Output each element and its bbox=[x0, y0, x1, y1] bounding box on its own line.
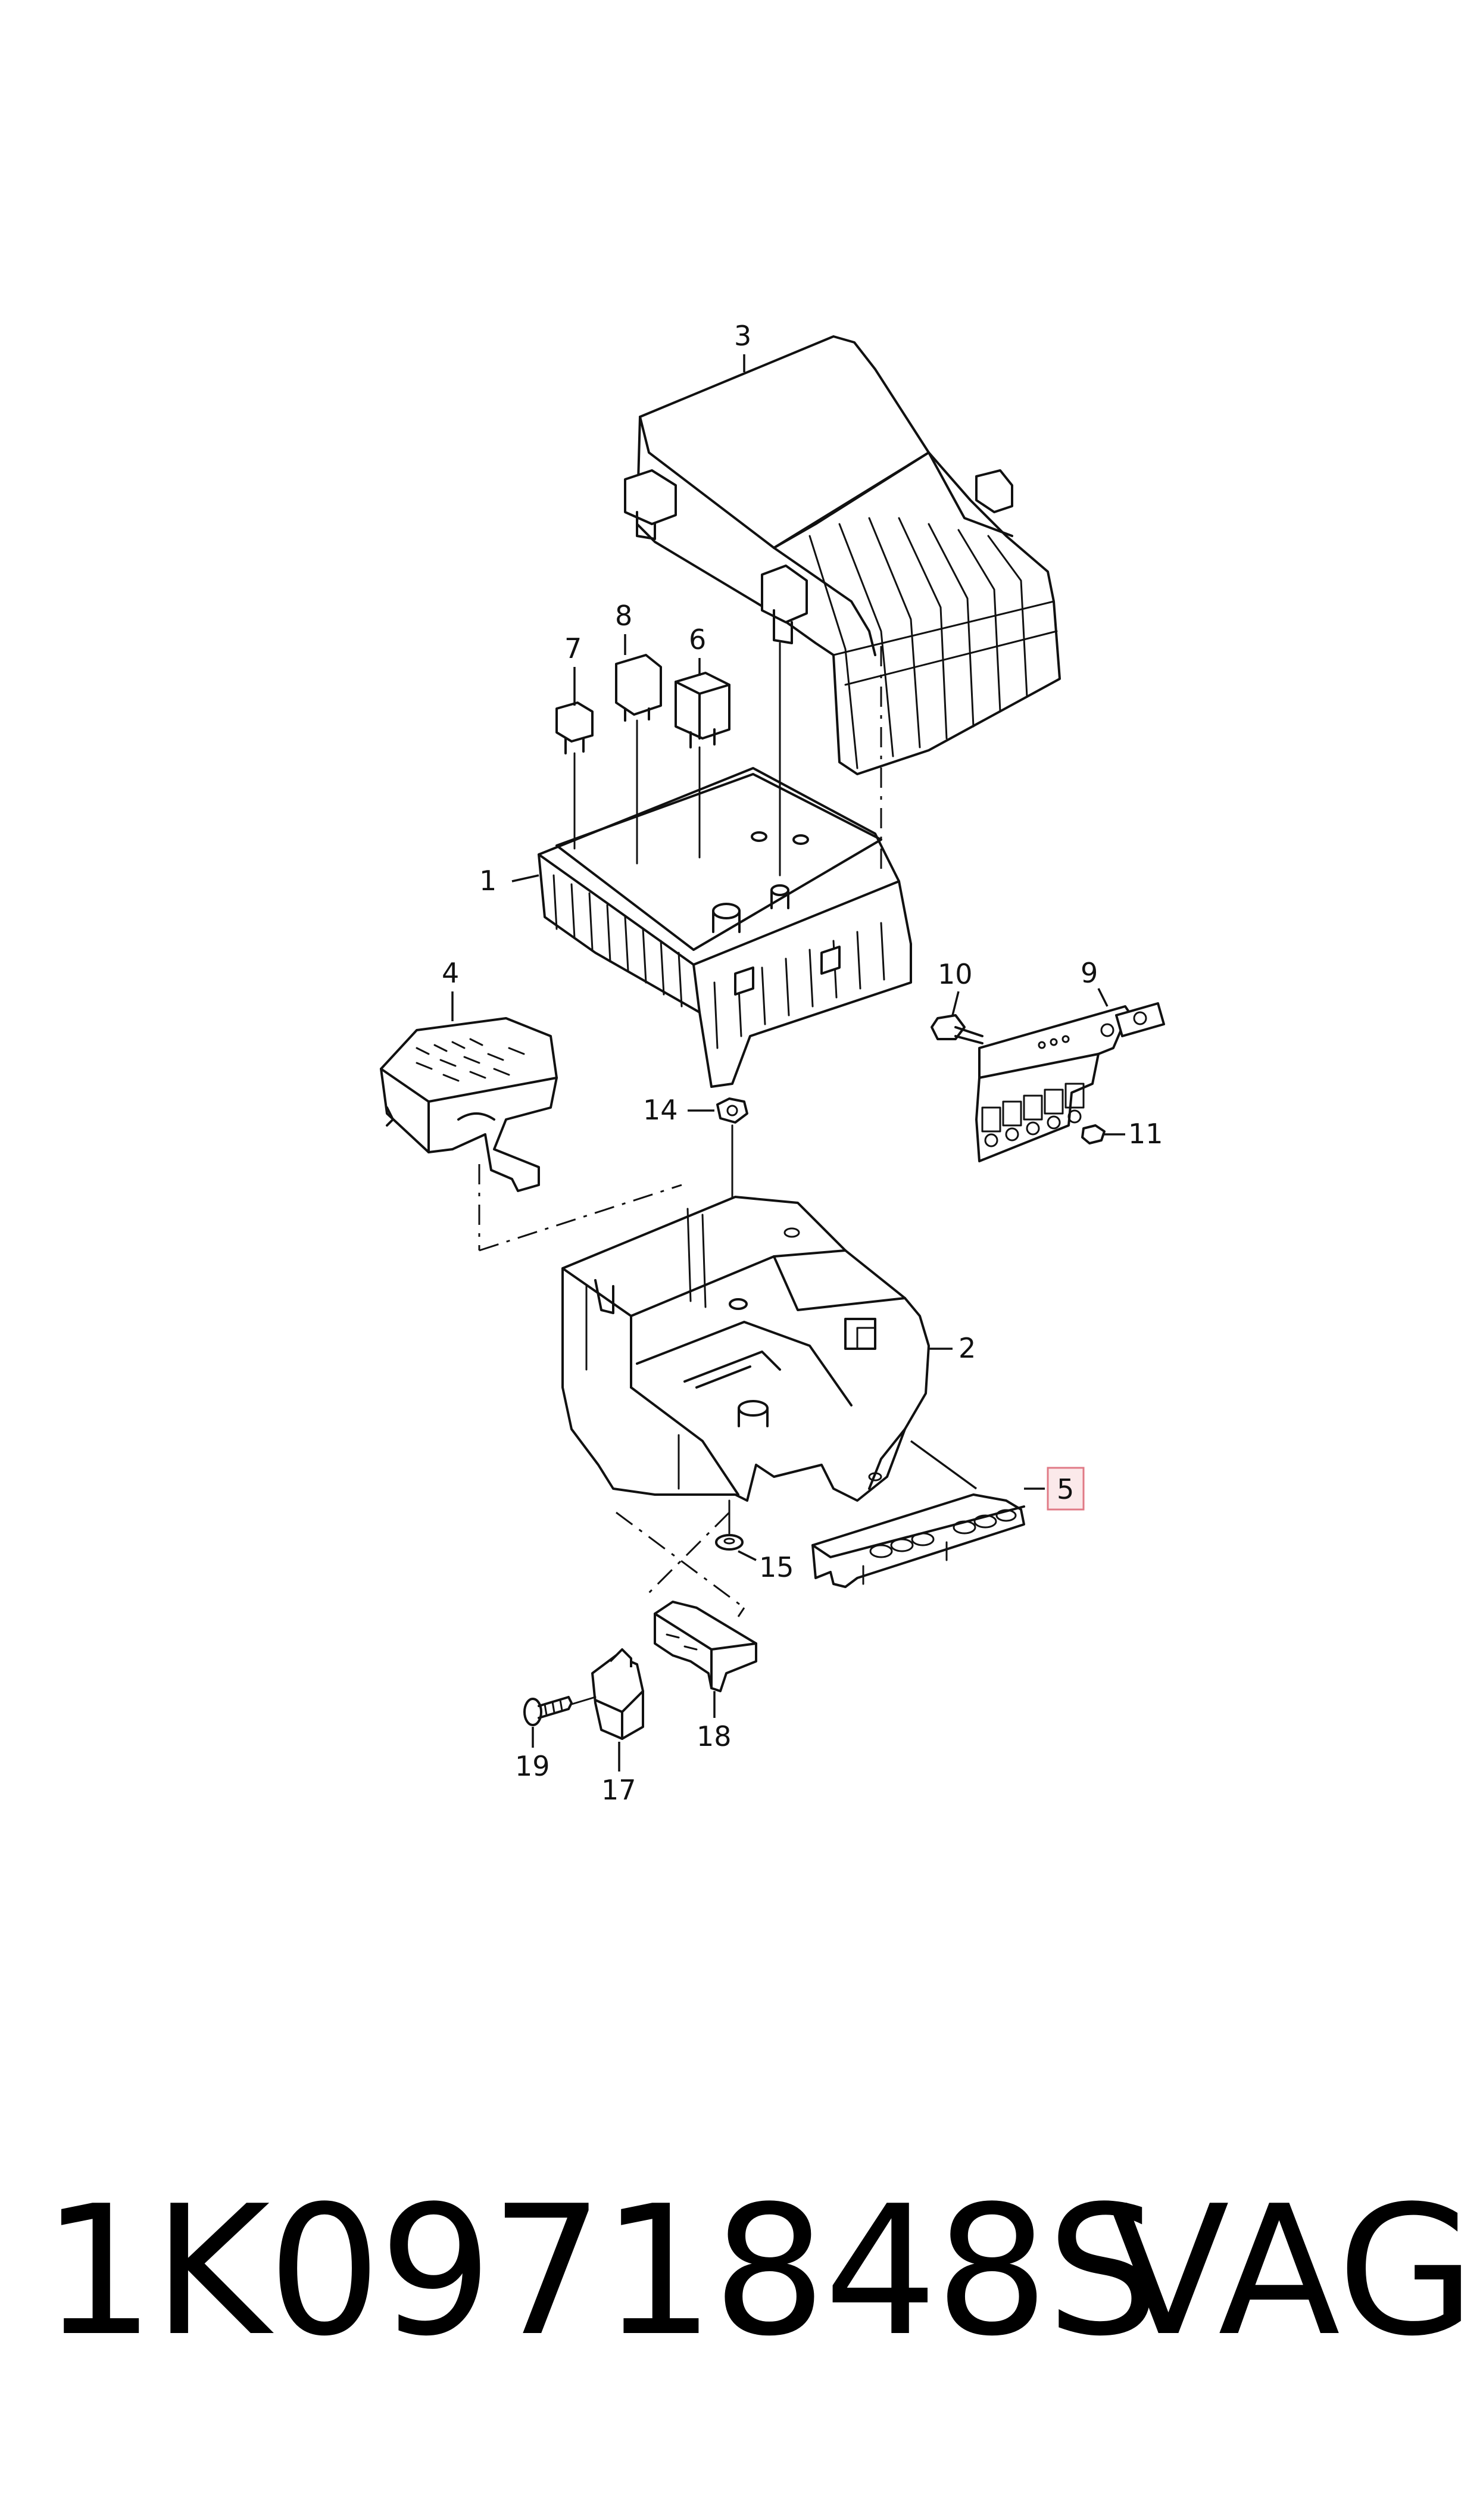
bus-bar-part-9 bbox=[975, 1002, 1165, 1162]
part-number: 1K0971848S bbox=[42, 2167, 1160, 2375]
callout-3: 3 bbox=[734, 320, 751, 352]
callout-14: 14 bbox=[643, 1094, 678, 1126]
fuse-box-housing-part bbox=[538, 767, 912, 1088]
relay-bracket-part-18 bbox=[654, 1601, 757, 1692]
callout-5: 5 bbox=[1057, 1473, 1074, 1505]
nut-part-11 bbox=[1081, 1124, 1106, 1144]
bolt-part-10 bbox=[931, 1014, 984, 1044]
callout-9: 9 bbox=[1081, 957, 1098, 989]
callout-17: 17 bbox=[601, 1774, 636, 1806]
brand-name: VAG bbox=[1107, 2167, 1476, 2375]
callout-11: 11 bbox=[1128, 1118, 1163, 1150]
callout-18: 18 bbox=[697, 1720, 732, 1752]
relay-part-6 bbox=[675, 672, 730, 748]
callout-8: 8 bbox=[615, 600, 632, 632]
washer-part-15 bbox=[715, 1534, 744, 1551]
callout-1: 1 bbox=[479, 865, 497, 897]
small-cover-part bbox=[380, 1017, 558, 1192]
callout-10: 10 bbox=[938, 958, 973, 990]
terminal-strip-part-5 bbox=[811, 1493, 1025, 1588]
fuse-part-7 bbox=[555, 701, 594, 754]
callout-5-highlight-box bbox=[1047, 1467, 1085, 1511]
nut-part-14 bbox=[716, 1097, 748, 1124]
callout-2: 2 bbox=[959, 1332, 976, 1364]
screw-part-19 bbox=[523, 1696, 573, 1726]
callout-6: 6 bbox=[689, 623, 706, 656]
fuse-box-lid-part bbox=[624, 335, 1061, 775]
callout-15: 15 bbox=[759, 1551, 794, 1583]
fuse-part-8 bbox=[615, 654, 662, 722]
relay-part-17 bbox=[591, 1648, 644, 1740]
footer-caption: 1K0971848S VAG bbox=[0, 2162, 1483, 2382]
callout-7: 7 bbox=[564, 632, 582, 665]
callout-19: 19 bbox=[515, 1750, 550, 1782]
callout-4: 4 bbox=[442, 957, 459, 989]
lower-tray-part bbox=[561, 1196, 930, 1502]
